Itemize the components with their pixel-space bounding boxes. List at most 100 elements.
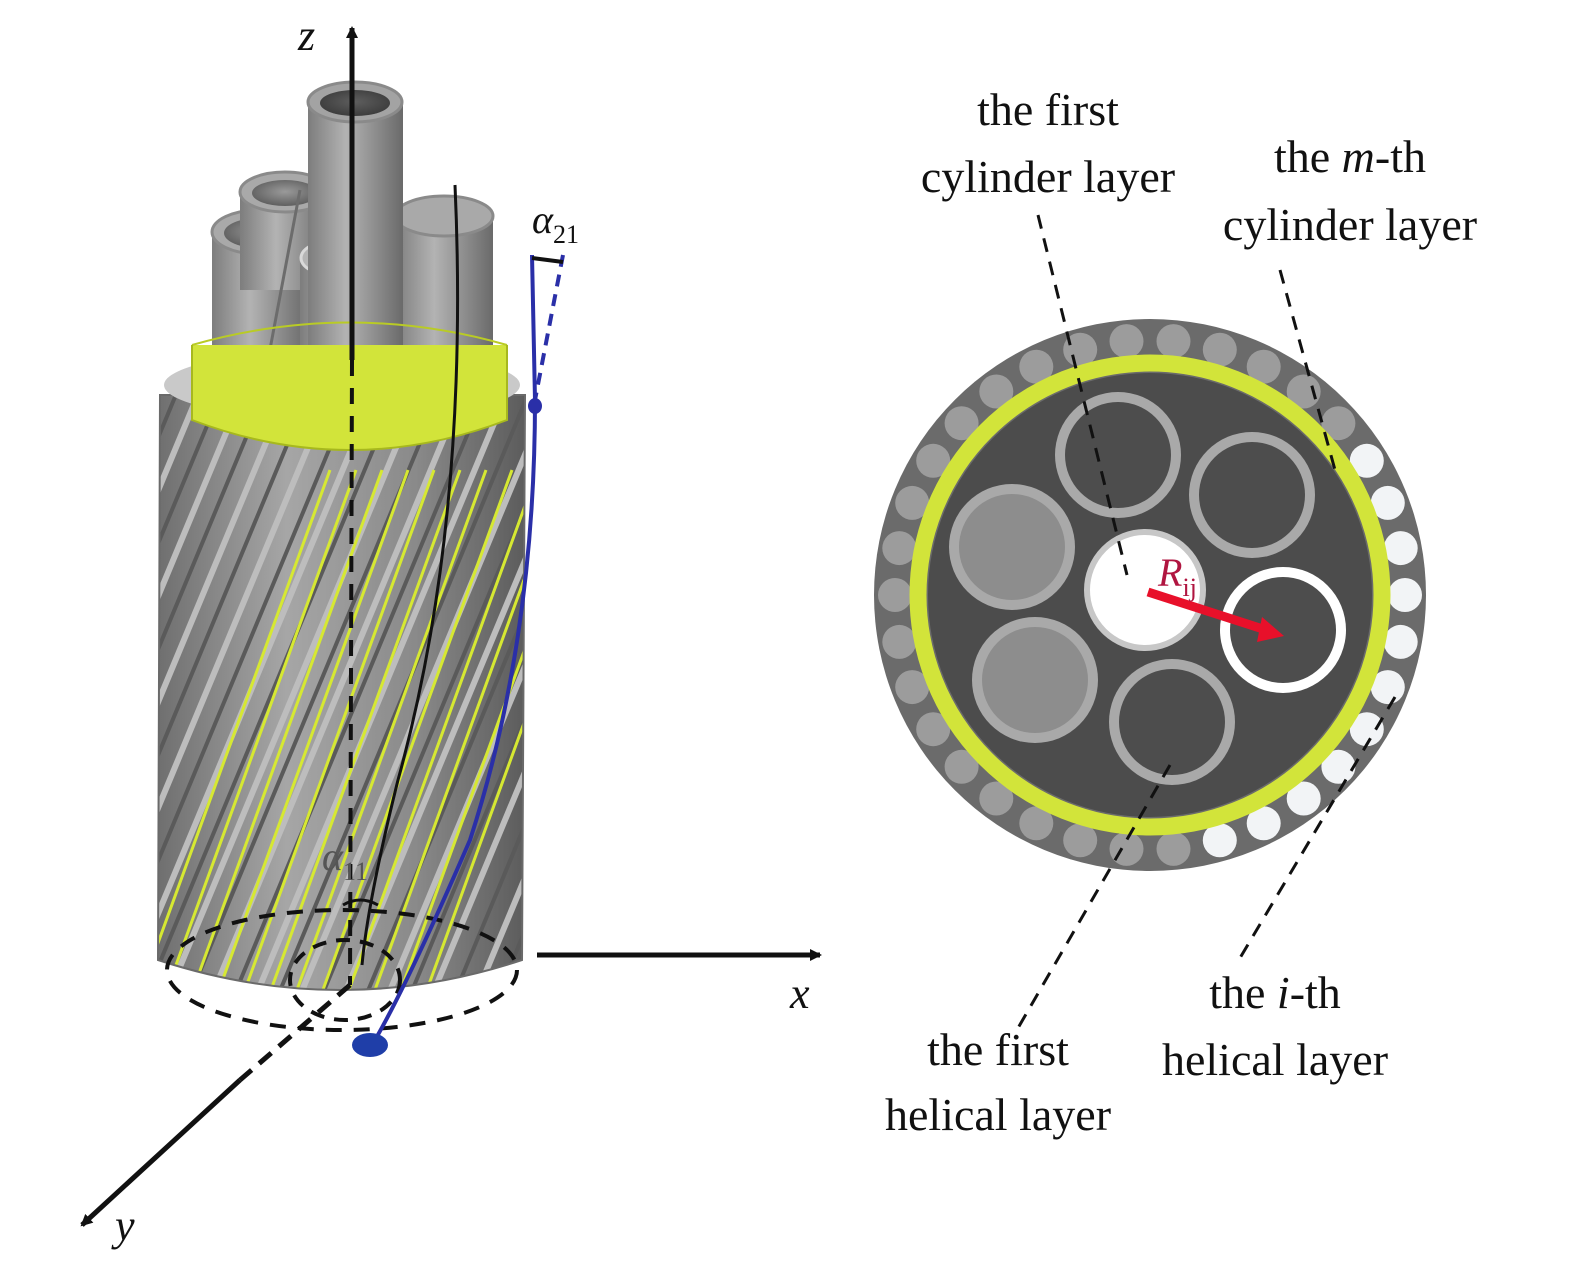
- coordinate-axes: z x y: [80, 11, 822, 1250]
- helical-wire-section: [882, 531, 917, 566]
- y-axis: [80, 1078, 242, 1227]
- helical-strand: [0, 385, 4, 1010]
- core-tube-bore: [1119, 669, 1225, 775]
- helical-wire-section: [895, 670, 930, 705]
- helical-wire-section: [878, 578, 912, 612]
- helical-strand: [0, 385, 26, 1010]
- helical-strand: [158, 395, 249, 990]
- label-first-helical-line1: the first: [927, 1024, 1069, 1075]
- helical-strand: [602, 385, 862, 1010]
- helical-wire-section: [1063, 823, 1098, 858]
- core-tube-bore: [1199, 442, 1305, 548]
- helical-wire-section: [979, 781, 1014, 816]
- helical-wire-section: [895, 485, 930, 520]
- yellow-helix-line: [310, 469, 514, 990]
- yellow-helix-line: [158, 469, 332, 990]
- helical-strand: [446, 395, 525, 990]
- helical-wire-section: [916, 712, 951, 747]
- outer-helical-wires: [878, 324, 1422, 866]
- yellow-helix-line: [232, 469, 436, 990]
- core-tube-bore: [1065, 402, 1171, 508]
- core-tubes: [210, 80, 495, 375]
- helical-strand: [379, 395, 525, 990]
- helical-wire-section: [1321, 406, 1356, 441]
- helical-wire-section: [1321, 749, 1356, 784]
- helical-strand: [402, 395, 525, 990]
- label-ith-helical-line2: helical layer: [1162, 1034, 1388, 1085]
- alpha11-label: α11: [322, 834, 368, 886]
- helical-strand: [0, 385, 70, 1010]
- helical-wire-section: [1388, 578, 1422, 612]
- helical-strand: [624, 385, 884, 1010]
- core-tube-bore: [982, 627, 1088, 733]
- helical-strand: [291, 395, 525, 990]
- label-mth-cylinder-line2: cylinder layer: [1223, 199, 1477, 250]
- inner-helix-curve: [360, 184, 460, 966]
- yellow-helix-line: [158, 469, 358, 990]
- helical-strand: [158, 395, 358, 990]
- alpha11-arc: [342, 898, 379, 907]
- yellow-helix-line: [414, 469, 525, 990]
- base-ellipse-outer: [165, 908, 519, 1032]
- helical-wire-section: [1349, 712, 1384, 747]
- helical-strand: [558, 385, 818, 1010]
- helical-strand: [490, 395, 525, 990]
- helical-strand: [158, 395, 293, 990]
- base-ellipse-inner: [288, 938, 402, 1022]
- label-ith-helical-line1: the i-th: [1209, 967, 1341, 1018]
- yellow-helix-line: [284, 469, 488, 990]
- helical-strand: [158, 395, 270, 990]
- label-first-helical-line2: helical layer: [885, 1089, 1111, 1140]
- helical-wire-section: [916, 443, 951, 478]
- helical-wire-section: [1286, 781, 1321, 816]
- helical-wire-section: [1246, 349, 1281, 384]
- z-axis-label: z: [297, 11, 315, 60]
- radius-label: Rij: [1157, 550, 1197, 602]
- helical-strand: [423, 395, 525, 990]
- core-tube-bore: [959, 494, 1065, 600]
- alpha21-label: α21: [532, 197, 579, 249]
- helical-wire-section: [1370, 485, 1405, 520]
- helical-strand: [158, 395, 402, 990]
- helical-strand: [0, 385, 136, 1010]
- yellow-helix-line: [388, 469, 525, 990]
- cable-cross-section: Rij the first cylinder layer the m-th cy…: [874, 84, 1477, 1140]
- label-first-cylinder-line1: the first: [977, 84, 1119, 135]
- y-axis-label: y: [111, 1201, 135, 1250]
- mth-cylinder-ring: [909, 354, 1391, 836]
- helical-wire-section: [1202, 823, 1237, 858]
- helical-strand: [314, 395, 525, 990]
- helical-strand: [511, 395, 525, 990]
- helical-strand: [0, 385, 48, 1010]
- helical-wire-section: [1019, 806, 1054, 841]
- helical-strand: [335, 395, 525, 990]
- helical-wire-section: [1370, 670, 1405, 705]
- helical-strand: [247, 395, 513, 990]
- yellow-helix-line: [362, 469, 525, 990]
- helical-strand: [467, 395, 525, 990]
- x-axis-label: x: [789, 969, 810, 1018]
- helical-wire-section: [1156, 831, 1191, 866]
- yellow-helix-line: [258, 469, 462, 990]
- helical-strand: [159, 395, 425, 990]
- helical-wire-section: [882, 624, 917, 659]
- helical-wire-section: [1383, 531, 1418, 566]
- helical-strand: [668, 385, 928, 1010]
- core-tube-bore: [1230, 577, 1336, 683]
- helical-wire-section: [944, 406, 979, 441]
- leader-first-helical: [1016, 764, 1172, 1029]
- helical-wire-section: [1383, 624, 1418, 659]
- helical-wire-section: [1156, 324, 1191, 359]
- helical-strand: [536, 385, 796, 1010]
- helical-wire-section: [979, 374, 1014, 409]
- helical-wire-section: [1349, 443, 1384, 478]
- helical-strand: [646, 385, 906, 1010]
- leader-mth-cylinder: [1278, 269, 1337, 471]
- leader-first-cylinder: [1036, 214, 1129, 576]
- helical-wire-section: [1109, 831, 1144, 866]
- helical-wire-section: [1286, 374, 1321, 409]
- helical-wire-section: [1109, 324, 1144, 359]
- helical-strand: [158, 395, 337, 990]
- central-dashed-line: [348, 359, 354, 986]
